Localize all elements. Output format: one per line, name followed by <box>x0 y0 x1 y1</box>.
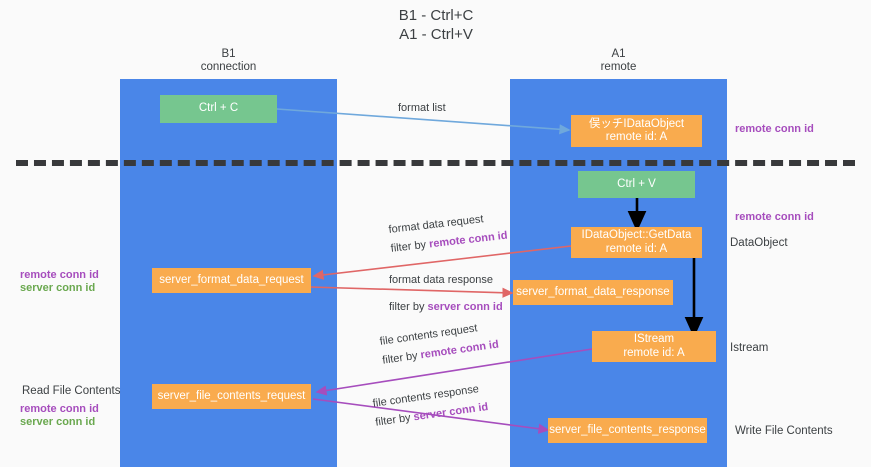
node-server-format-data-request[interactable]: server_format_data_request <box>152 268 311 293</box>
side-label-read-file-contents: Read File Contents <box>22 385 121 397</box>
node-idataobject-getdata[interactable]: IDataObject::GetData remote id: A <box>571 227 702 258</box>
side-label-left-remote-conn-id-2: remote conn id <box>20 403 99 415</box>
side-label-dataobject: DataObject <box>730 237 788 249</box>
edge-label-format-data-response-filter-prefix: filter by <box>389 301 428 313</box>
node-idataobject[interactable]: 俣ッチIDataObject remote id: A <box>571 115 702 147</box>
side-label-left-remote-conn-id: remote conn id <box>20 269 99 281</box>
edge-label-file-contents-request: file contents request filter by remote c… <box>379 320 500 369</box>
edge-label-format-data-request: format data request filter by remote con… <box>388 211 508 257</box>
edge-label-format-data-request-filter-key: remote conn id <box>428 229 509 251</box>
edge-label-format-data-request-filter-prefix: filter by <box>390 238 430 255</box>
side-label-remote-conn-id-mid: remote conn id <box>735 211 814 223</box>
phase-divider <box>16 160 855 166</box>
edge-label-format-data-response-filter-key: server conn id <box>427 301 503 313</box>
node-istream[interactable]: IStream remote id: A <box>592 331 716 362</box>
edge-label-file-contents-request-filter-prefix: filter by <box>381 349 422 367</box>
edge-label-format-data-response-text: format data response <box>389 274 493 286</box>
column-header-a1: A1 remote <box>600 48 637 73</box>
side-label-left-server-conn-id-2: server conn id <box>20 416 96 428</box>
side-label-write-file-contents: Write File Contents <box>735 425 833 437</box>
page-title: B1 - Ctrl+C A1 - Ctrl+V <box>398 7 474 43</box>
edge-label-file-contents-response: file contents response filter by server … <box>372 382 489 431</box>
edge-label-format-data-response: format data response filter by server co… <box>389 274 503 315</box>
side-label-remote-conn-id-top: remote conn id <box>735 123 814 135</box>
side-label-left-server-conn-id: server conn id <box>20 282 96 294</box>
side-label-istream: Istream <box>730 342 769 354</box>
node-ctrl-c[interactable]: Ctrl + C <box>160 95 277 123</box>
node-ctrl-v[interactable]: Ctrl + V <box>578 171 695 198</box>
node-server-file-contents-request[interactable]: server_file_contents_request <box>152 384 311 409</box>
column-header-b1: B1 connection <box>200 48 257 73</box>
edge-label-file-contents-response-filter-prefix: filter by <box>374 411 415 429</box>
edge-label-file-contents-request-filter-key: remote conn id <box>419 338 500 362</box>
node-server-file-contents-response[interactable]: server_file_contents_response <box>548 418 707 443</box>
node-server-format-data-response[interactable]: server_format_data_response <box>513 280 673 305</box>
edge-label-file-contents-response-filter-key: server conn id <box>412 400 489 424</box>
edge-label-format-list: format list <box>398 102 446 114</box>
